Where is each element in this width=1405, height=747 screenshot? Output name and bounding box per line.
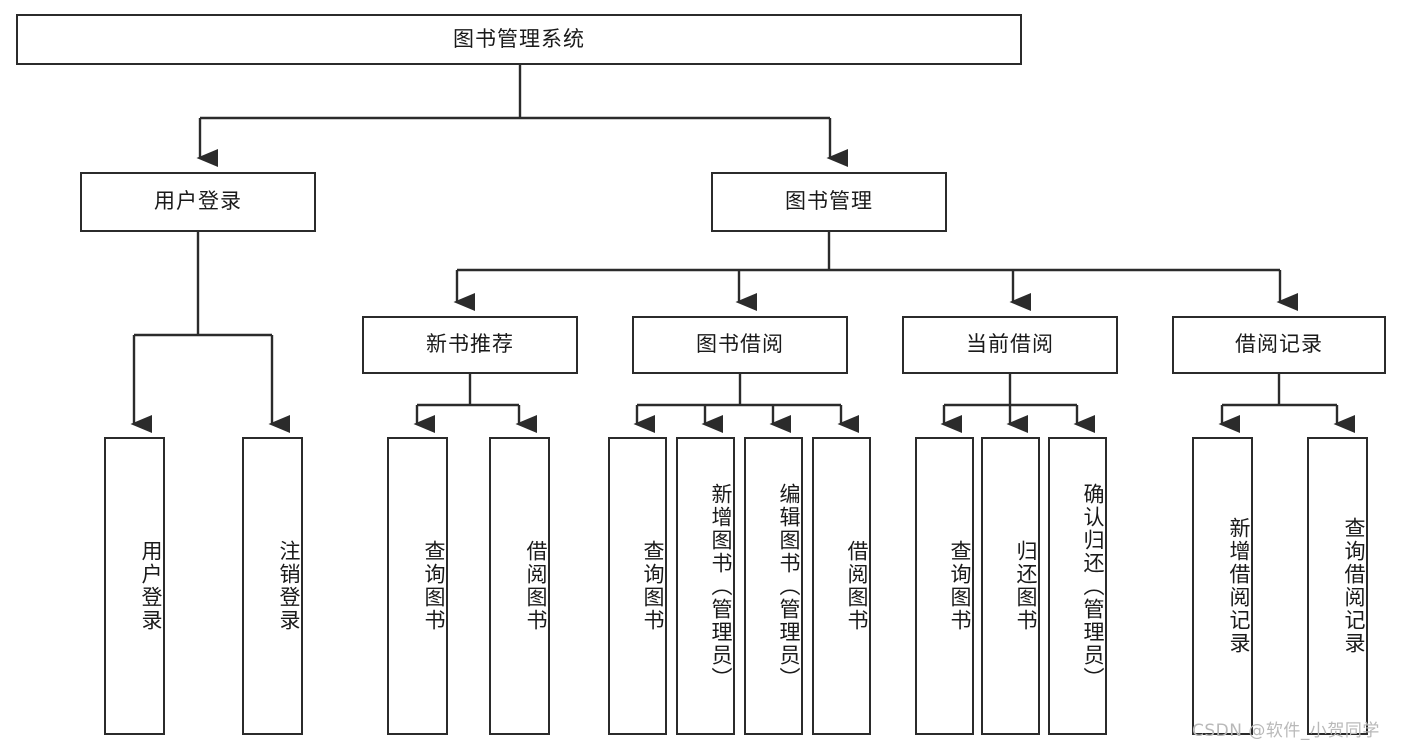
node-label: 图书管理 bbox=[785, 189, 873, 214]
node-label: 归还图书 bbox=[1014, 540, 1038, 632]
node-label: 确认归还（管理员） bbox=[1081, 482, 1105, 690]
node-label: 新增借阅记录 bbox=[1227, 517, 1251, 655]
node-label: 注销登录 bbox=[277, 540, 301, 632]
node-label: 查询借阅记录 bbox=[1342, 517, 1366, 655]
leaf-user-login-login[interactable]: 用户登录 bbox=[104, 437, 165, 735]
node-label: 新增图书（管理员） bbox=[709, 482, 733, 690]
node-label: 查询图书 bbox=[641, 540, 665, 632]
node-label: 用户登录 bbox=[139, 540, 163, 632]
node-label: 借阅记录 bbox=[1235, 332, 1323, 357]
leaf-borrow-borrow-book[interactable]: 借阅图书 bbox=[812, 437, 871, 735]
node-label: 借阅图书 bbox=[524, 540, 548, 632]
leaf-borrow-query-book[interactable]: 查询图书 bbox=[608, 437, 667, 735]
node-label: 图书借阅 bbox=[696, 332, 784, 357]
csdn-watermark: CSDN @软件_小贺同学 bbox=[1192, 721, 1380, 741]
node-user-login[interactable]: 用户登录 bbox=[80, 172, 316, 232]
node-current-borrow[interactable]: 当前借阅 bbox=[902, 316, 1118, 374]
leaf-record-add-borrow-record[interactable]: 新增借阅记录 bbox=[1192, 437, 1253, 735]
leaf-new-book-borrow-book[interactable]: 借阅图书 bbox=[489, 437, 550, 735]
node-label: 查询图书 bbox=[948, 540, 972, 632]
node-root-book-management-system[interactable]: 图书管理系统 bbox=[16, 14, 1022, 65]
leaf-current-query-book[interactable]: 查询图书 bbox=[915, 437, 974, 735]
leaf-new-book-query-book[interactable]: 查询图书 bbox=[387, 437, 448, 735]
node-borrow-record[interactable]: 借阅记录 bbox=[1172, 316, 1386, 374]
node-label: 图书管理系统 bbox=[453, 26, 585, 51]
node-label: 借阅图书 bbox=[845, 540, 869, 632]
node-label: 用户登录 bbox=[154, 189, 242, 214]
leaf-record-query-borrow-record[interactable]: 查询借阅记录 bbox=[1307, 437, 1368, 735]
leaf-current-confirm-return-admin[interactable]: 确认归还（管理员） bbox=[1048, 437, 1107, 735]
node-label: 编辑图书（管理员） bbox=[777, 482, 801, 690]
leaf-current-return-book[interactable]: 归还图书 bbox=[981, 437, 1040, 735]
node-book-borrow[interactable]: 图书借阅 bbox=[632, 316, 848, 374]
node-label: 当前借阅 bbox=[966, 332, 1054, 357]
leaf-borrow-add-book-admin[interactable]: 新增图书（管理员） bbox=[676, 437, 735, 735]
leaf-borrow-edit-book-admin[interactable]: 编辑图书（管理员） bbox=[744, 437, 803, 735]
node-book-management[interactable]: 图书管理 bbox=[711, 172, 947, 232]
node-label: 查询图书 bbox=[422, 540, 446, 632]
leaf-user-login-logout[interactable]: 注销登录 bbox=[242, 437, 303, 735]
node-label: 新书推荐 bbox=[426, 332, 514, 357]
node-new-book-recommend[interactable]: 新书推荐 bbox=[362, 316, 578, 374]
